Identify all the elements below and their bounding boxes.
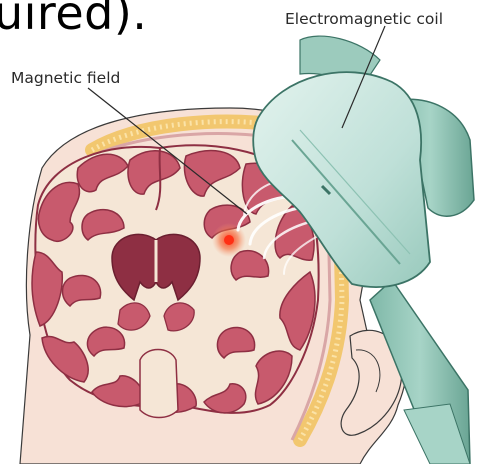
label-magnetic-field: Magnetic field: [11, 69, 120, 87]
label-electromagnetic-coil: Electromagnetic coil: [285, 10, 443, 28]
partial-caption-text: uired).: [0, 0, 147, 40]
brainstem: [140, 350, 178, 418]
